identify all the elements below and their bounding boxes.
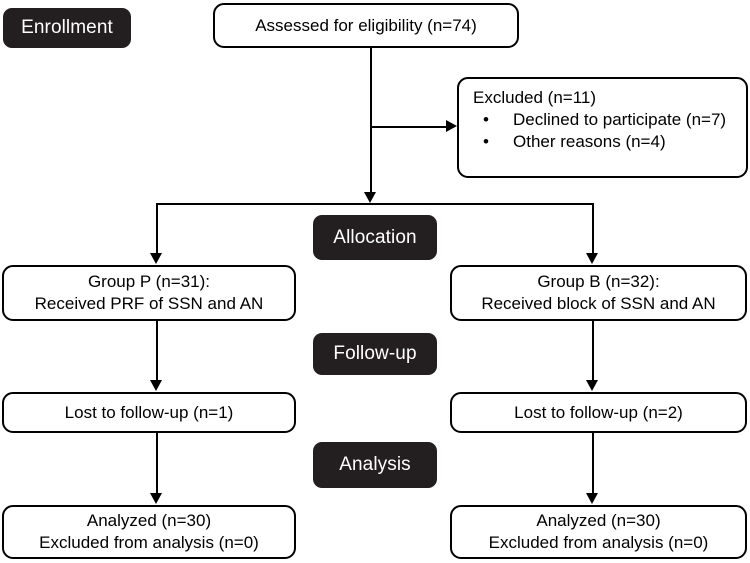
box-excluded-title: Excluded (n=11) [473, 88, 597, 107]
box-left-analysis: Analyzed (n=30) Excluded from analysis (… [2, 505, 296, 559]
connector-right-followup-line [592, 320, 594, 383]
box-right-followup-text: Lost to follow-up (n=2) [514, 402, 683, 422]
connector-left-followup-arrow [150, 380, 162, 391]
box-excluded-reason-0: • Declined to participate (n=7) [473, 109, 726, 131]
stage-label-allocation-text: Allocation [333, 226, 417, 248]
stage-label-allocation: Allocation [313, 215, 437, 260]
connector-right-allocation-drop [592, 203, 594, 256]
stage-label-followup-text: Follow-up [333, 343, 417, 364]
box-left-analysis-line2: Excluded from analysis (n=0) [39, 533, 259, 552]
bullet-icon: • [483, 109, 489, 129]
box-left-followup: Lost to follow-up (n=1) [2, 392, 296, 433]
box-right-analysis-line1: Analyzed (n=30) [536, 511, 661, 531]
box-right-followup: Lost to follow-up (n=2) [450, 392, 747, 433]
box-excluded-reason-1: • Other reasons (n=4) [473, 131, 666, 153]
box-assessed-for-eligibility: Assessed for eligibility (n=74) [213, 3, 519, 48]
connector-left-analysis-line [156, 432, 158, 496]
box-excluded: Excluded (n=11) • Declined to participat… [457, 77, 748, 178]
box-right-allocation: Group B (n=32): Received block of SSN an… [450, 265, 747, 321]
connector-right-followup-arrow [586, 380, 598, 391]
stage-label-enrollment: Enrollment [3, 8, 131, 48]
box-left-followup-text: Lost to follow-up (n=1) [64, 402, 234, 422]
bullet-icon: • [483, 131, 489, 151]
connector-left-analysis-arrow [150, 493, 162, 504]
stage-label-enrollment-text: Enrollment [21, 17, 113, 38]
connector-left-allocation-drop [156, 203, 158, 256]
connector-left-allocation-arrow [150, 253, 162, 264]
connector-right-analysis-arrow [586, 493, 598, 504]
connector-assessed-trunk [370, 47, 372, 199]
box-left-allocation-line1: Group P (n=31): [87, 272, 211, 292]
box-left-allocation-line2: Received PRF of SSN and AN [34, 294, 264, 313]
box-right-analysis-line2: Excluded from analysis (n=0) [488, 533, 709, 552]
box-left-allocation: Group P (n=31): Received PRF of SSN and … [2, 265, 296, 321]
stage-label-analysis: Analysis [313, 442, 437, 488]
connector-right-allocation-arrow [586, 253, 598, 264]
box-right-allocation-line1: Group B (n=32): [537, 272, 660, 292]
box-assessed-text: Assessed for eligibility (n=74) [255, 15, 477, 35]
box-excluded-reason-0-text: Declined to participate (n=7) [513, 109, 727, 129]
box-excluded-reason-1-text: Other reasons (n=4) [513, 131, 666, 151]
connector-excluded-branch-arrow [446, 120, 457, 132]
box-right-analysis: Analyzed (n=30) Excluded from analysis (… [450, 505, 747, 559]
connector-right-analysis-line [592, 432, 594, 496]
connector-left-followup-line [156, 320, 158, 383]
box-right-allocation-line2: Received block of SSN and AN [481, 294, 716, 313]
connector-allocation-split-bar [156, 203, 592, 205]
connector-excluded-branch [370, 126, 447, 128]
stage-label-followup: Follow-up [313, 333, 437, 375]
connector-assessed-trunk-arrow [364, 192, 376, 203]
stage-label-analysis-text: Analysis [339, 454, 411, 475]
box-left-analysis-line1: Analyzed (n=30) [86, 511, 212, 531]
